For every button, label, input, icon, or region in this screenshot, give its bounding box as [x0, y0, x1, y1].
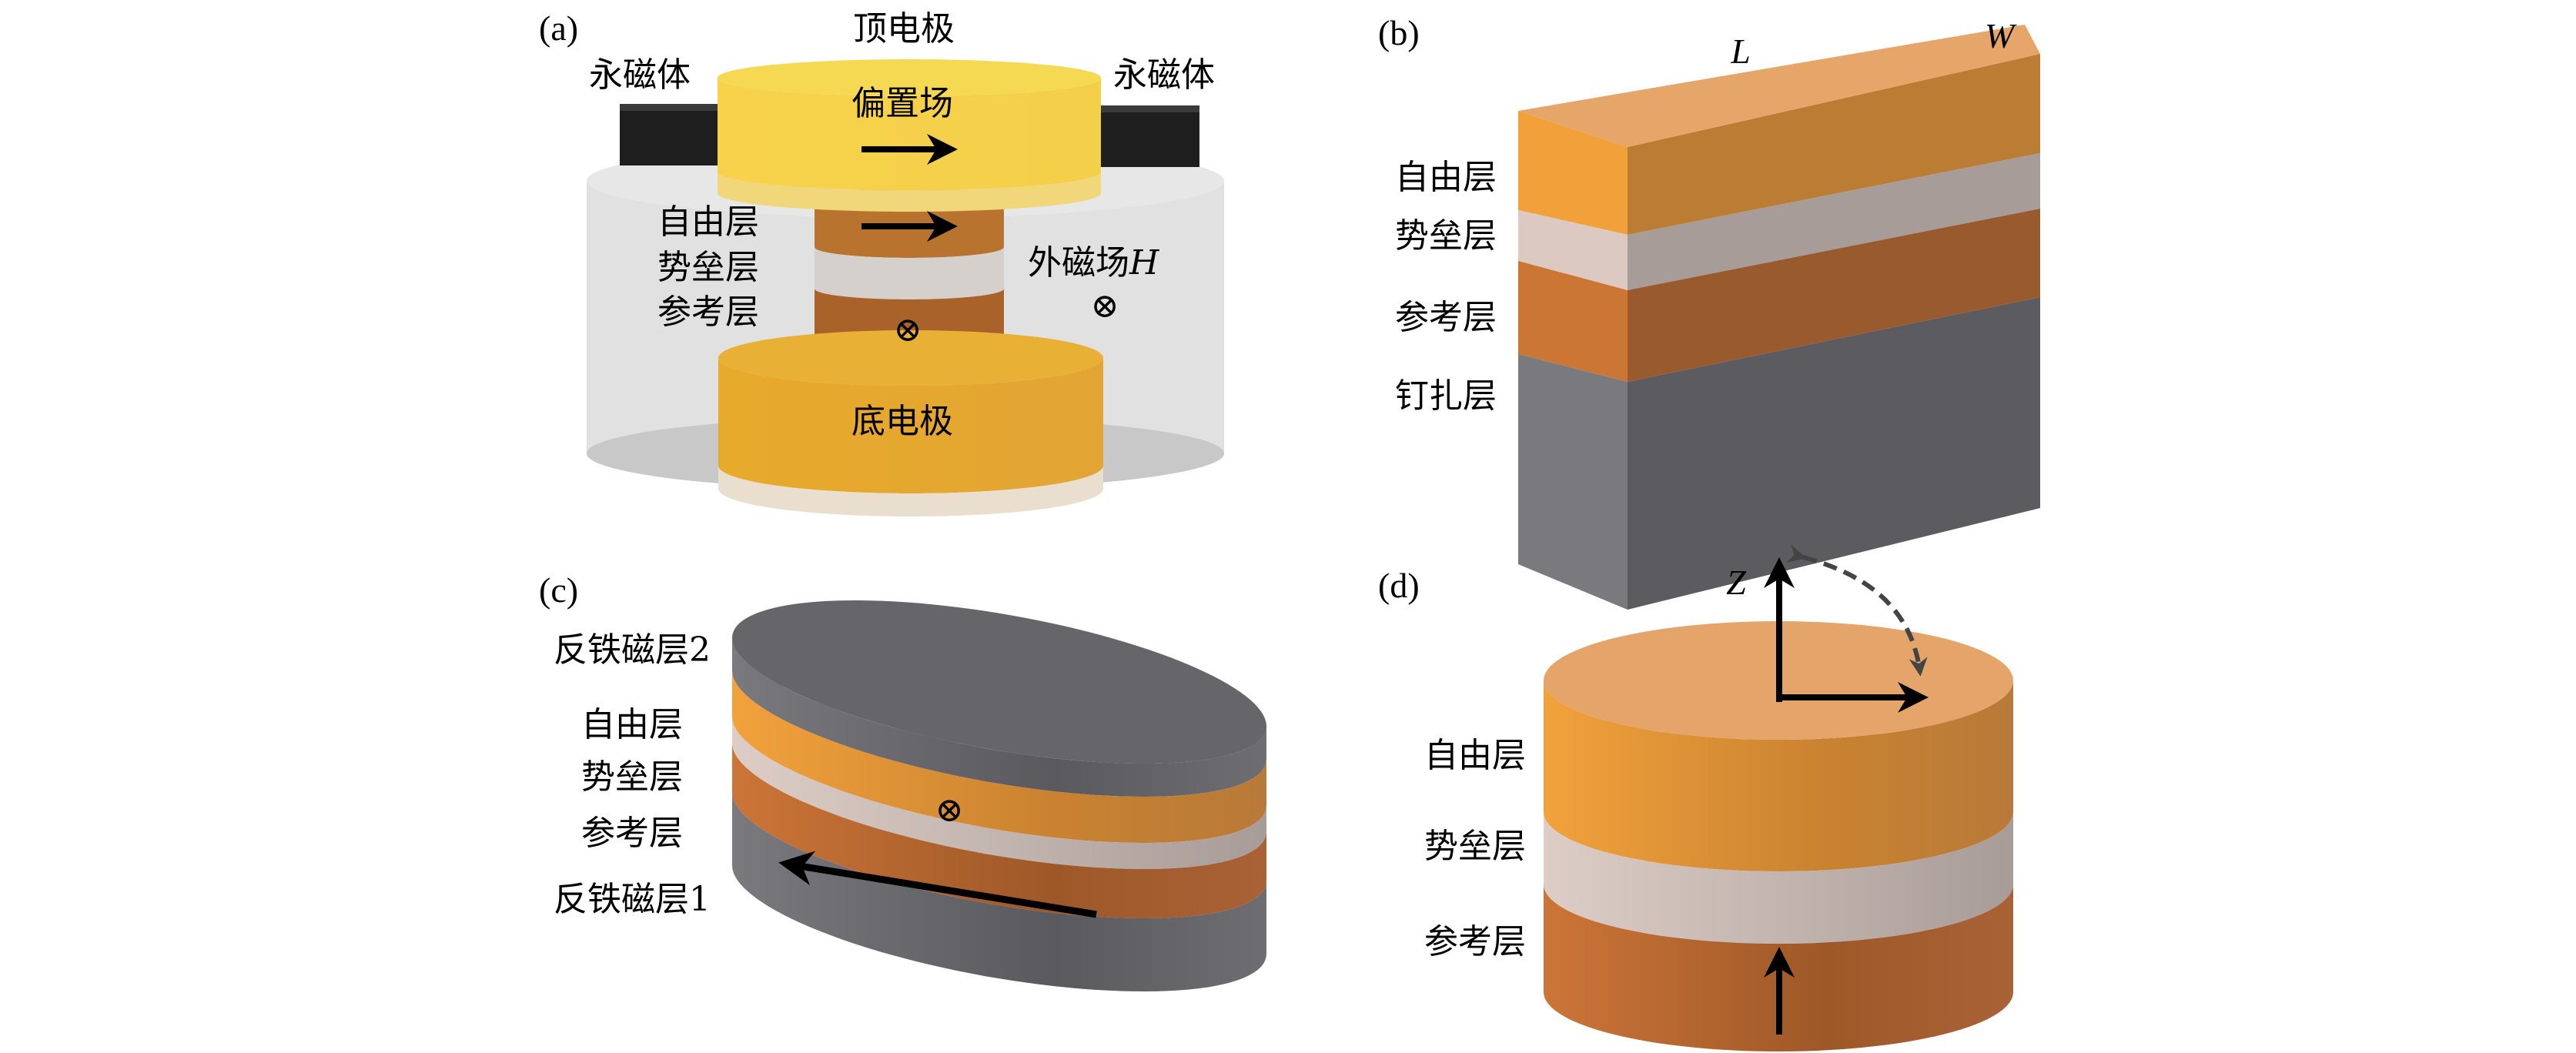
pinned-layer-side — [1518, 354, 1628, 610]
pinned-layer-front — [1628, 297, 2040, 610]
permanent-magnet-left — [620, 104, 726, 165]
elliptical-mtj-stack — [732, 600, 1266, 991]
free-layer-top — [1518, 25, 2040, 147]
magnet-right-label: 永磁体 — [1113, 55, 1215, 95]
reference-layer-label: 参考层 — [1424, 922, 1526, 961]
panel-a-label: (a) — [539, 8, 578, 48]
length-symbol: L — [1730, 32, 1751, 71]
free-layer-front — [1628, 54, 2040, 235]
bottom-electrode-body — [718, 358, 1103, 493]
barrier-layer-front — [1628, 153, 2040, 290]
free-layer-label: 自由层 — [1395, 158, 1497, 197]
rotation-dashed-arrow — [1786, 544, 1928, 677]
top-electrode-label: 顶电极 — [853, 9, 955, 48]
barrier-layer — [815, 247, 1004, 299]
top-electrode — [718, 59, 1101, 212]
barrier-layer — [732, 717, 1266, 869]
afm-layer-1-label: 反铁磁层1 — [554, 880, 711, 919]
external-field-into-page-icon: ⊗ — [1091, 286, 1119, 326]
free-layer-label: 自由层 — [1424, 736, 1526, 775]
top-electrode-top — [718, 59, 1101, 96]
reference-layer-label: 参考层 — [581, 814, 683, 853]
bottom-electrode — [718, 330, 1103, 516]
barrier-layer-side — [1518, 210, 1628, 290]
afm-layer-1 — [732, 792, 1266, 991]
width-symbol: W — [1985, 16, 2017, 55]
panel-a: (a) 顶电极 永磁体 永磁体 偏置场 自由层 势垒层 参考层 外磁场H ⊗ ⊗… — [539, 8, 1224, 516]
afm-layer-2-label: 反铁磁层2 — [554, 630, 711, 670]
reference-layer-side — [1518, 261, 1628, 382]
panel-b-label: (b) — [1378, 13, 1420, 52]
panel-d-label: (d) — [1378, 566, 1420, 605]
panel-b: (b) L W 自由层 势垒层 参考层 钉扎层 — [1378, 13, 2040, 610]
free-layer-label: 自由层 — [657, 202, 759, 242]
barrier-layer-label: 势垒层 — [581, 757, 683, 797]
magnet-left-label: 永磁体 — [589, 55, 691, 95]
panel-c-label: (c) — [539, 570, 578, 610]
external-field-label: 外磁场H — [1028, 243, 1160, 282]
barrier-layer-label: 势垒层 — [1424, 827, 1526, 866]
free-layer — [732, 670, 1266, 843]
permanent-magnet-right — [1091, 105, 1199, 167]
afm-layer-2-top — [732, 600, 1266, 764]
free-layer-side — [1518, 111, 1628, 235]
top-electrode-body — [718, 78, 1101, 190]
pinned-layer-label: 钉扎层 — [1395, 376, 1497, 416]
barrier-layer-label: 势垒层 — [1395, 216, 1497, 256]
bias-field-label: 偏置场 — [851, 84, 953, 123]
into-page-icon: ⊗ — [935, 791, 964, 830]
bottom-electrode-label: 底电极 — [851, 402, 953, 441]
reference-layer-front — [1628, 209, 2040, 382]
z-axis-label: Z — [1726, 563, 1746, 602]
panel-d: (d) Z 自由层 势垒层 参考层 — [1378, 544, 2013, 1051]
permanent-magnet-left-top — [620, 104, 726, 111]
free-layer — [1544, 680, 2013, 871]
bottom-electrode-base — [718, 466, 1103, 516]
panel-c: (c) ⊗ 反铁磁层2 自由层 势垒层 参考层 反铁磁层1 — [539, 570, 1266, 991]
afm-layer-2 — [732, 637, 1266, 797]
barrier-layer-label: 势垒层 — [657, 248, 759, 287]
permanent-magnet-right-top — [1091, 105, 1199, 112]
reference-layer-label: 参考层 — [657, 292, 759, 332]
bottom-electrode-top — [718, 330, 1103, 386]
reference-magnetization-arrow — [778, 851, 1097, 918]
reference-into-page-icon: ⊗ — [894, 310, 922, 349]
free-layer-label: 自由层 — [581, 705, 683, 744]
barrier-layer — [1544, 812, 2013, 944]
reference-layer — [732, 743, 1266, 918]
top-electrode-base — [718, 172, 1101, 212]
reference-layer-label: 参考层 — [1395, 298, 1497, 337]
